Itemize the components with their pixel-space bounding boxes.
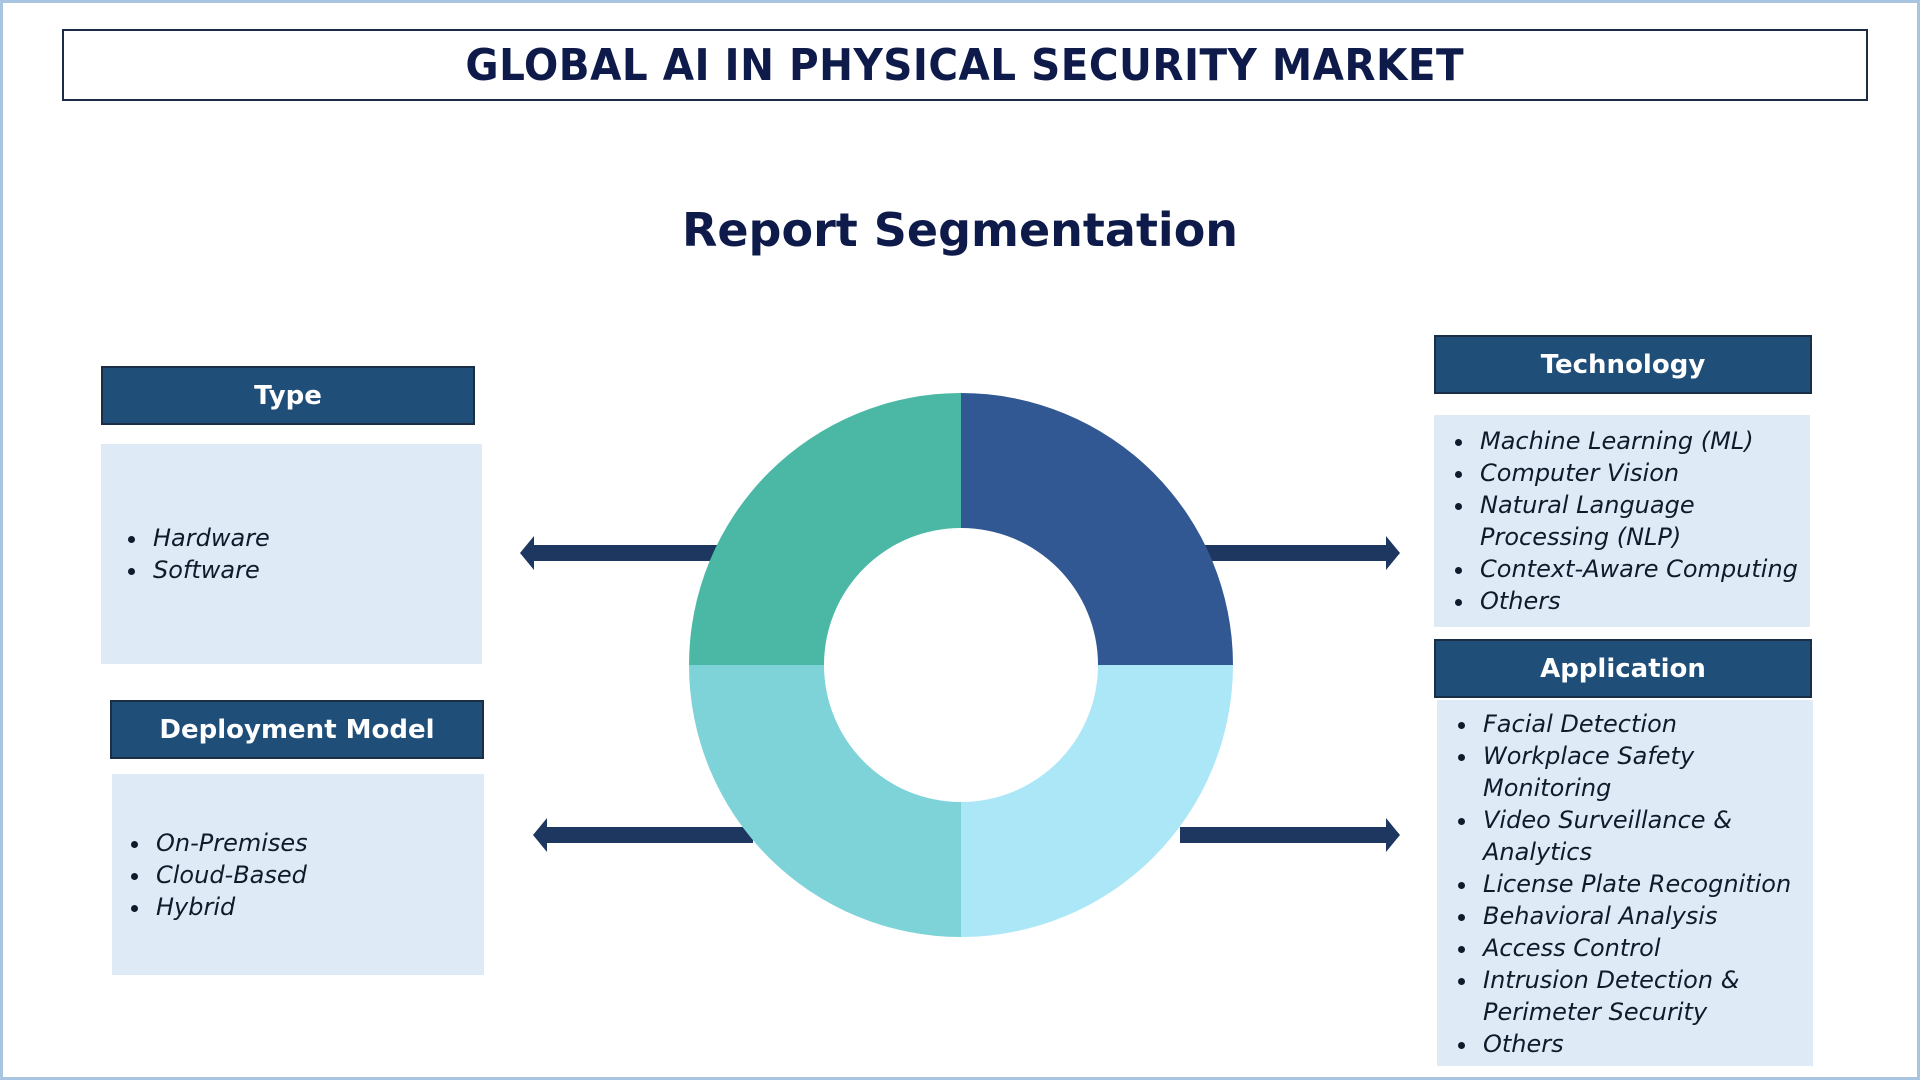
- list-item: Machine Learning (ML): [1476, 425, 1806, 457]
- list-item: Natural Language Processing (NLP): [1476, 489, 1720, 553]
- deployment-model-segment-list: On-Premises Cloud-Based Hybrid: [112, 774, 484, 975]
- donut-quadrant-top-left: [689, 393, 961, 665]
- list-item: Behavioral Analysis: [1479, 900, 1809, 932]
- application-segment-header: Application: [1434, 639, 1812, 698]
- list-item: Software: [149, 554, 270, 586]
- list-item: Context-Aware Computing: [1476, 553, 1806, 585]
- list-item: Cloud-Based: [152, 859, 308, 891]
- type-segment-label: Type: [254, 380, 322, 411]
- technology-segment-list: Machine Learning (ML) Computer Vision Na…: [1434, 415, 1810, 627]
- deployment-model-segment-label: Deployment Model: [159, 714, 435, 745]
- deployment-model-segment-header: Deployment Model: [110, 700, 484, 759]
- title-banner: GLOBAL AI IN PHYSICAL SECURITY MARKET: [62, 29, 1868, 101]
- type-segment-header: Type: [101, 366, 475, 425]
- list-item: License Plate Recognition: [1479, 868, 1809, 900]
- arrow-left-icon: [533, 818, 753, 852]
- segmentation-donut: [689, 393, 1233, 937]
- list-item: On-Premises: [152, 827, 308, 859]
- list-item: Hardware: [149, 522, 270, 554]
- donut-quadrant-bottom-left: [689, 665, 961, 937]
- application-segment-label: Application: [1540, 653, 1706, 684]
- list-item: Workplace Safety Monitoring: [1479, 740, 1713, 804]
- list-item: Hybrid: [152, 891, 308, 923]
- arrow-right-icon: [1180, 536, 1400, 570]
- donut-quadrant-bottom-right: [961, 665, 1233, 937]
- list-item: Facial Detection: [1479, 708, 1809, 740]
- arrow-right-icon: [1180, 818, 1400, 852]
- section-subtitle: Report Segmentation: [681, 203, 1239, 257]
- list-item: Others: [1476, 585, 1806, 617]
- technology-segment-label: Technology: [1540, 349, 1706, 380]
- arrow-left-icon: [520, 536, 740, 570]
- list-item: Access Control: [1479, 932, 1809, 964]
- type-segment-list: Hardware Software: [101, 444, 482, 664]
- donut-quadrant-top-right: [961, 393, 1233, 665]
- page-title: GLOBAL AI IN PHYSICAL SECURITY MARKET: [465, 39, 1465, 91]
- list-item: Video Surveillance & Analytics: [1479, 804, 1753, 868]
- application-segment-list: Facial Detection Workplace Safety Monito…: [1437, 700, 1813, 1066]
- list-item: Computer Vision: [1476, 457, 1806, 489]
- list-item: Others: [1479, 1028, 1809, 1060]
- technology-segment-header: Technology: [1434, 335, 1812, 394]
- list-item: Intrusion Detection & Perimeter Security: [1479, 964, 1763, 1028]
